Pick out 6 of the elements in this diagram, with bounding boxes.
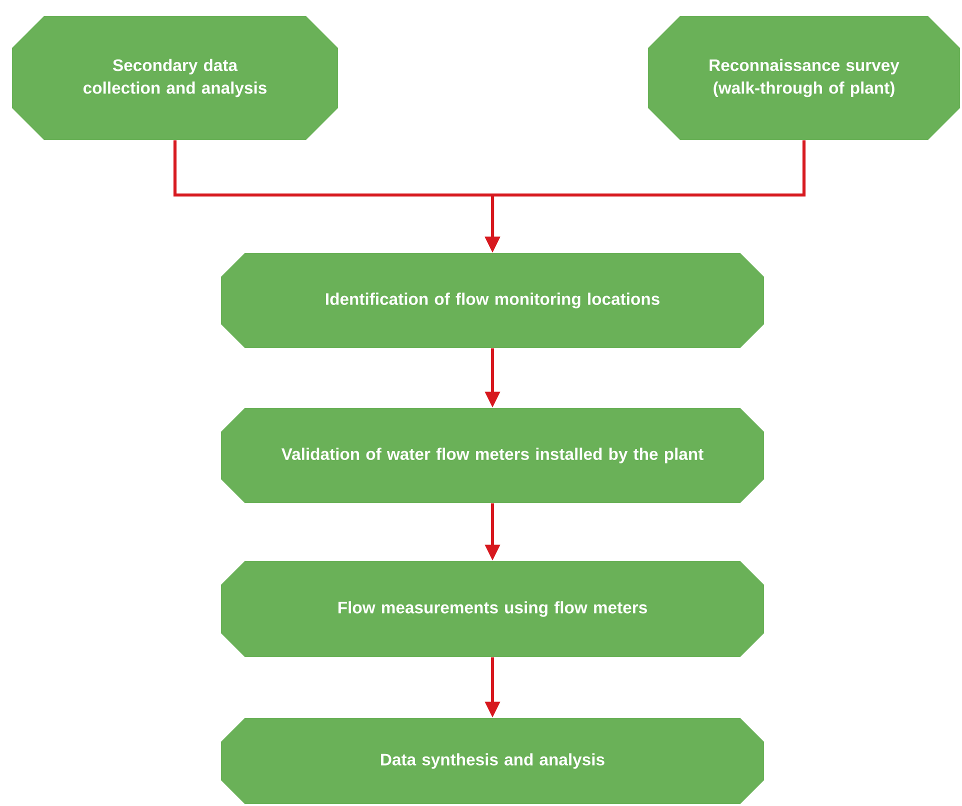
process-box: Data synthesis and analysis bbox=[221, 718, 764, 804]
process-box: Validation of water flow meters installed by the plant bbox=[221, 408, 764, 503]
process-box: Reconnaissance survey (walk-through of plant) bbox=[648, 16, 960, 140]
process-box: Identification of flow monitoring locations bbox=[221, 253, 764, 348]
process-box: Flow measurements using flow meters bbox=[221, 561, 764, 657]
process-box: Secondary data collection and analysis bbox=[12, 16, 338, 140]
